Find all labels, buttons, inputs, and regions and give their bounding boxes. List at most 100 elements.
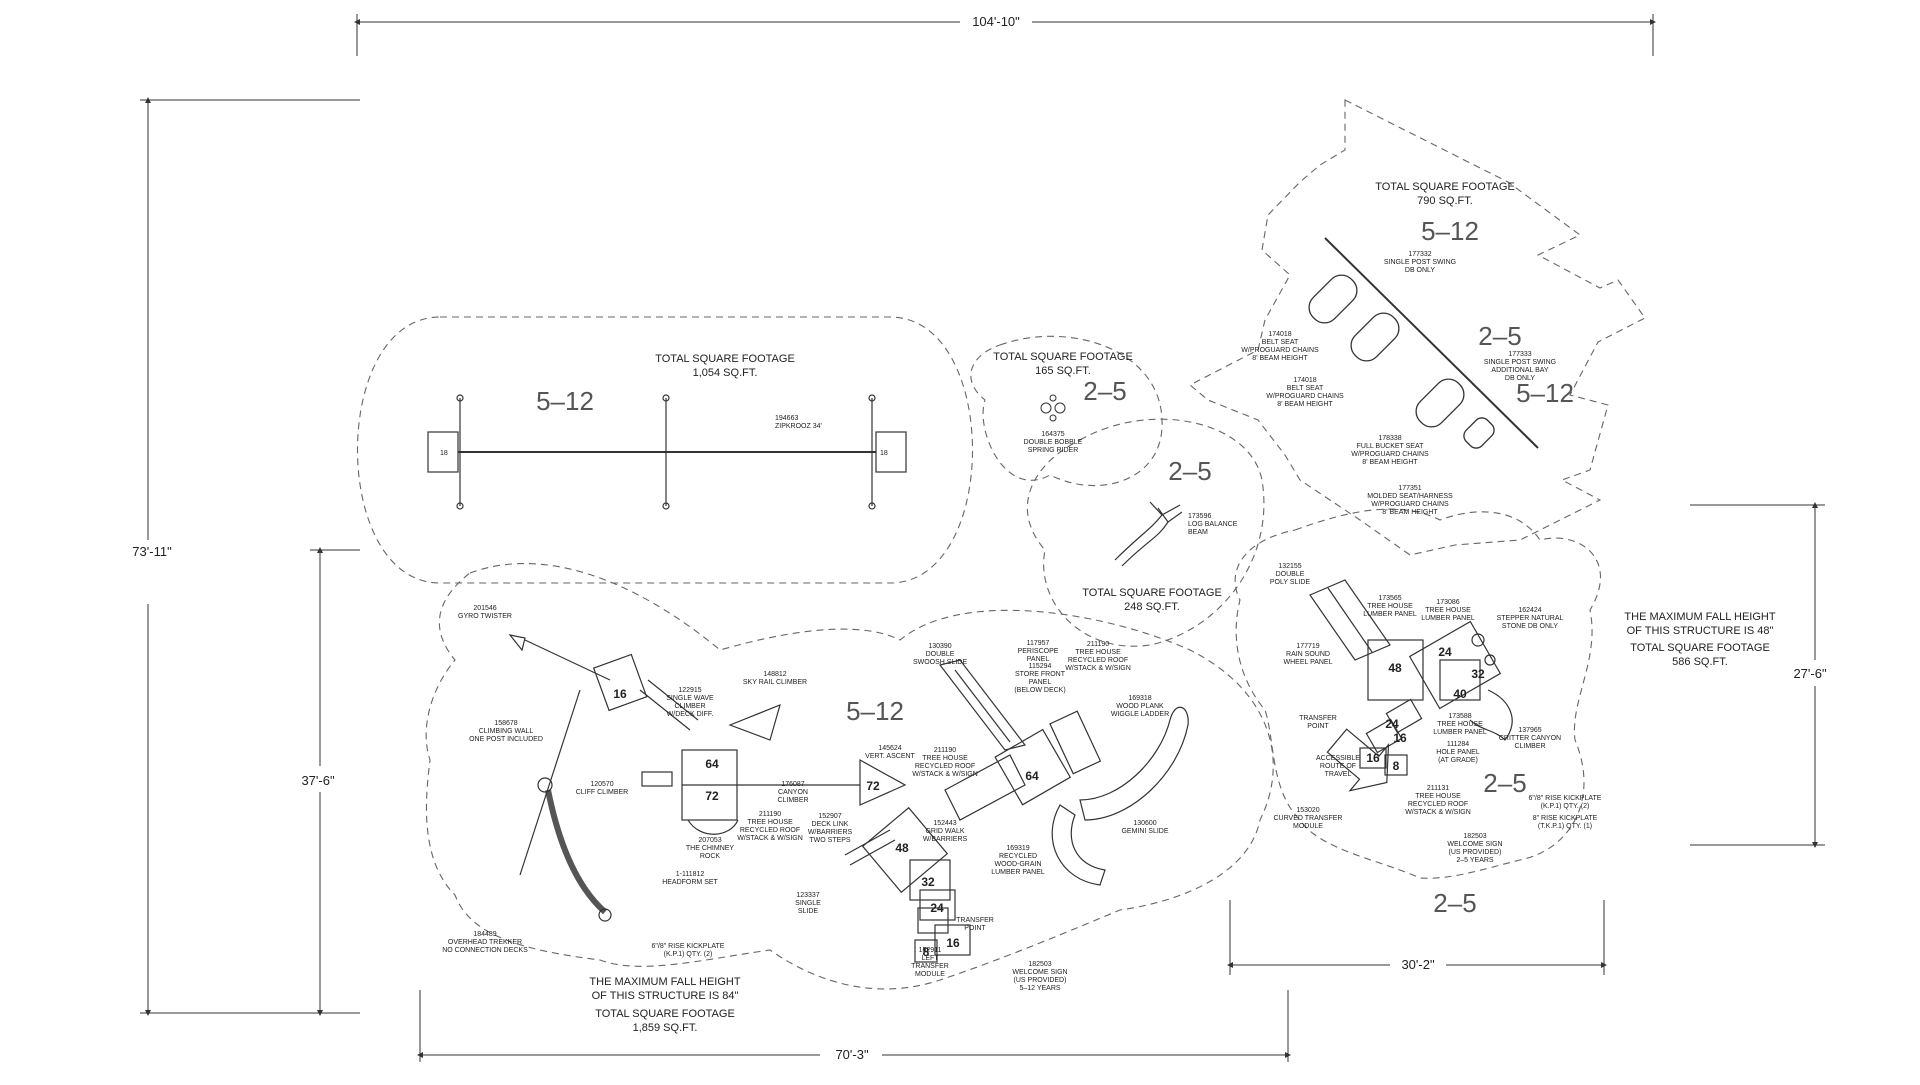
small-labels-item-2-line-1: TREE HOUSE — [1425, 607, 1471, 614]
dimension-labels: 104'-10" 73'-11" 37'-6" 70'-3" 30'-2" 27… — [130, 12, 1835, 1064]
small-labels-item-8-line-1: CRITTER CANYON — [1499, 735, 1561, 742]
zipkrooz-item-name: ZIPKROOZ 34' — [775, 423, 822, 430]
zipkrooz-zone: TOTAL SQUARE FOOTAGE 1,054 SQ.FT. 5–12 1… — [427, 353, 907, 510]
swing-frame — [1308, 237, 1539, 449]
deck-height-label: 48 — [1388, 661, 1402, 675]
big-labels-item-5-line-2: CLIMBER — [777, 797, 808, 804]
big-labels-item-11-line-0: 130390 — [928, 643, 951, 650]
deck-height-label: 48 — [895, 841, 909, 855]
big-labels-item-7-line-0: 207053 — [698, 837, 721, 844]
swings-labels-item-1-line-3: 8' BEAM HEIGHT — [1252, 355, 1308, 362]
big-labels-item-5-line-0: 176087 — [781, 781, 804, 788]
deck-height-label: 16 — [946, 936, 960, 950]
swings-labels-item-0-line-1: SINGLE POST SWING — [1384, 259, 1456, 266]
big-labels-item-20-line-3: LUMBER PANEL — [991, 869, 1045, 876]
deck-height-label: 16 — [1366, 751, 1380, 765]
swings-age-top: 5–12 — [1421, 216, 1479, 246]
big-labels-item-16-line-0: 211190 — [1087, 641, 1109, 648]
big-labels-item-4-line-1: CLIFF CLIMBER — [576, 789, 629, 796]
big-labels-item-22-line-2: SLIDE — [798, 908, 819, 915]
deck-height-label: 24 — [930, 901, 944, 915]
big-structure-fall-1: THE MAXIMUM FALL HEIGHT — [589, 976, 740, 988]
swings-labels-item-4-line-2: W/PROGUARD CHAINS — [1351, 451, 1429, 458]
small-labels-item-14-line-2: (US PROVIDED) — [1449, 849, 1502, 856]
big-labels-item-17-line-1: WOOD PLANK — [1116, 703, 1164, 710]
balance-beam-title: TOTAL SQUARE FOOTAGE — [1082, 587, 1222, 599]
big-labels-item-8-line-0: 1-111812 — [676, 871, 705, 878]
swings-sqft: 790 SQ.FT. — [1417, 195, 1473, 207]
big-labels-item-23-line-0: TRANSFER — [956, 917, 994, 924]
small-labels-item-6-line-0: 173588 — [1448, 713, 1471, 720]
small-labels-item-3-line-2: STONE DB ONLY — [1502, 623, 1558, 630]
deck-height-label: 16 — [613, 687, 627, 701]
zipkrooz-sqft: 1,054 SQ.FT. — [693, 367, 758, 379]
deck-height-label: 24 — [1385, 717, 1399, 731]
big-labels-item-0-line-0: 201546 — [473, 605, 496, 612]
deck-height-label: 72 — [866, 779, 880, 793]
big-labels-item-1-line-1: SINGLE WAVE — [666, 695, 714, 702]
big-labels-item-14-line-0: 117957 — [1027, 640, 1050, 647]
small-labels-item-9-line-1: ROUTE OF — [1320, 763, 1356, 770]
swings-labels-item-3-line-1: SINGLE POST SWING — [1484, 359, 1556, 366]
swings-labels-item-4-line-0: 178338 — [1378, 435, 1401, 442]
big-labels-item-19-line-0: 152443 — [933, 820, 956, 827]
big-labels-item-9-line-2: NO CONNECTION DECKS — [442, 947, 528, 954]
small-labels-item-3-line-0: 162424 — [1518, 607, 1541, 614]
big-labels-item-1-line-3: W/DECK DIFF. — [667, 711, 714, 718]
swings-title: TOTAL SQUARE FOOTAGE — [1375, 181, 1515, 193]
small-labels-item-10-line-1: TREE HOUSE — [1415, 793, 1461, 800]
swings-labels-item-4-line-1: FULL BUCKET SEAT — [1357, 443, 1425, 450]
big-labels-item-25-line-0: 182503 — [1028, 961, 1051, 968]
swings-labels-item-3-line-3: DB ONLY — [1505, 375, 1536, 382]
deck-height-label: 32 — [1471, 667, 1485, 681]
small-labels-item-5-line-0: TRANSFER — [1299, 715, 1337, 722]
big-structure-zone-outline — [425, 563, 1274, 990]
big-labels-item-20-line-0: 169319 — [1006, 845, 1029, 852]
small-structure-fall-2: OF THIS STRUCTURE IS 48" — [1627, 625, 1774, 637]
big-labels-item-18-line-2: W/BARRIERS — [808, 829, 853, 836]
small-labels-item-4-line-0: 177719 — [1296, 643, 1319, 650]
deck-height-label: 40 — [1453, 687, 1467, 701]
big-labels-item-0-line-1: GYRO TWISTER — [458, 613, 512, 620]
log-balance-beam-icon — [1114, 501, 1183, 567]
big-labels-item-17-line-0: 169318 — [1128, 695, 1151, 702]
small-structure-equipment — [1309, 579, 1513, 792]
big-labels-item-24-line-0: 152911 — [919, 947, 942, 954]
big-labels-item-13-line-0: 211190 — [934, 747, 956, 754]
swings-labels-item-0-line-0: 177332 — [1408, 251, 1431, 258]
dim-bottom-right-label: 30'-2" — [1401, 957, 1435, 972]
big-labels-item-6-line-3: W/STACK & W/SIGN — [737, 835, 803, 842]
big-labels-item-19-line-2: W/BARRIERS — [923, 836, 968, 843]
big-labels-item-19-line-1: GRID WALK — [925, 828, 964, 835]
zipkrooz-equipment — [427, 394, 907, 510]
big-labels-item-13-line-1: TREE HOUSE — [922, 755, 968, 762]
small-labels-item-10-line-0: 211131 — [1427, 785, 1449, 792]
big-labels-item-1-line-0: 122915 — [678, 687, 701, 694]
deck-height-label: 64 — [1025, 769, 1039, 783]
small-labels-item-1-line-2: LUMBER PANEL — [1363, 611, 1417, 618]
zone-outlines — [357, 99, 1646, 990]
big-labels-item-2-line-0: 148812 — [763, 671, 786, 678]
big-labels-item-13-line-2: RECYCLED ROOF — [915, 763, 975, 770]
big-labels-item-10-line-1: (K.P.1) QTY. (2) — [664, 951, 713, 958]
swings-zone-outline — [1189, 99, 1646, 556]
balance-beam-sqft: 248 SQ.FT. — [1124, 601, 1180, 613]
dim-left-outer-label: 73'-11" — [132, 544, 172, 559]
dim-left-inner-label: 37'-6" — [301, 773, 335, 788]
big-labels-item-25-line-1: WELCOME SIGN — [1012, 969, 1067, 976]
big-structure-fall-2: OF THIS STRUCTURE IS 84" — [592, 990, 739, 1002]
big-labels-item-22-line-1: SINGLE — [795, 900, 821, 907]
big-labels-item-3-line-0: 158678 — [494, 720, 517, 727]
big-labels-item-24-line-3: MODULE — [915, 971, 945, 978]
spring-rider-name-1: DOUBLE BOBBLE — [1024, 439, 1083, 446]
swings-labels-item-1-line-1: BELT SEAT — [1262, 339, 1299, 346]
balance-beam-code: 173596 — [1188, 513, 1211, 520]
small-labels-item-0-line-1: DOUBLE — [1276, 571, 1305, 578]
small-labels-item-9-line-2: TRAVEL — [1325, 771, 1352, 778]
small-labels-item-12-line-1: (K.P.1) QTY. (2) — [1541, 803, 1590, 810]
big-labels-item-18-line-3: TWO STEPS — [809, 837, 851, 844]
small-labels-item-5-line-1: POINT — [1307, 723, 1329, 730]
balance-beam-zone-outline — [1027, 418, 1265, 647]
